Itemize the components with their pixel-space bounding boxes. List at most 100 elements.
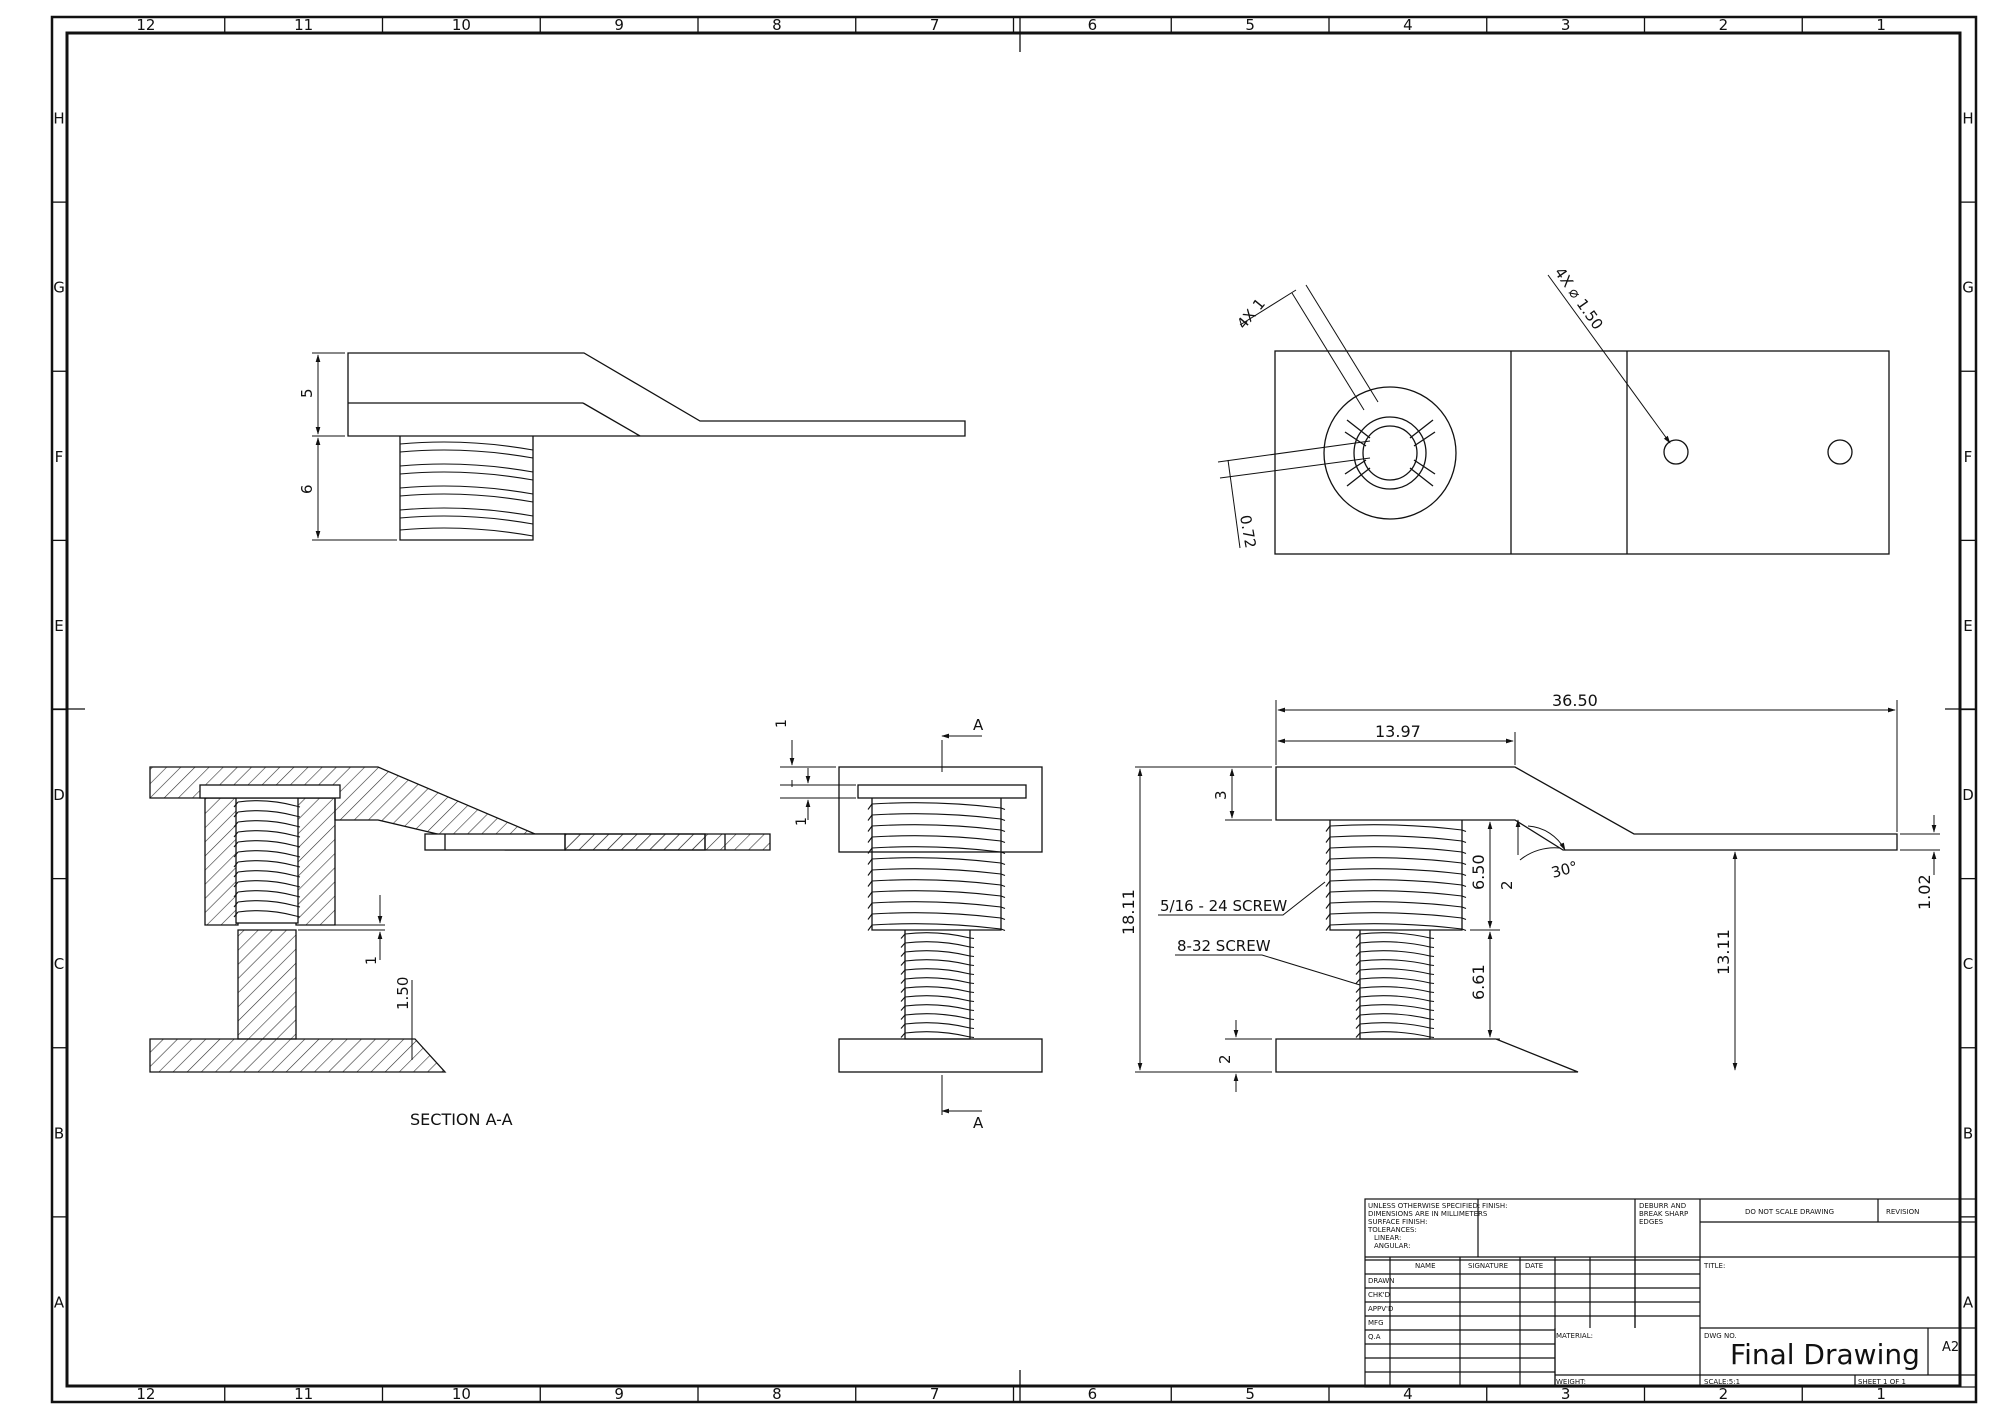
front-dim-offset: 13.97 — [1375, 722, 1421, 741]
front-dim-angle: 30° — [1549, 858, 1579, 882]
front-dim-base: 2 — [1216, 1054, 1234, 1064]
zone-row-label: G — [1962, 279, 1974, 297]
middle-dim-top: 1 — [774, 719, 790, 728]
zone-row-label: E — [54, 617, 63, 635]
top-dim-slot: 4X 1 — [1233, 295, 1269, 333]
zone-row-label: B — [54, 1124, 64, 1142]
side-dim-5: 5 — [298, 388, 316, 398]
zone-column-label: 7 — [930, 16, 940, 34]
weight-label: WEIGHT: — [1556, 1378, 1586, 1386]
sheet-size: A2 — [1942, 1340, 1959, 1355]
zone-row-label: D — [1962, 786, 1974, 804]
zone-row-label: C — [54, 955, 64, 973]
deburr-note: DEBURR AND — [1639, 1202, 1686, 1210]
front-dim-upper-thread: 6.50 — [1469, 854, 1488, 890]
row-qa: Q.A — [1368, 1333, 1381, 1341]
finish-label: FINISH: — [1482, 1202, 1507, 1210]
zone-row-label: F — [1964, 448, 1973, 466]
zone-column-label: 9 — [614, 16, 624, 34]
deburr-note: EDGES — [1639, 1218, 1664, 1226]
zone-column-label: 10 — [452, 1385, 471, 1403]
zone-column-label: 3 — [1561, 1385, 1571, 1403]
side-view — [312, 352, 966, 541]
sheet-number: SHEET 1 OF 1 — [1858, 1378, 1906, 1386]
section-label: SECTION A-A — [410, 1110, 513, 1129]
section-dim-gap: 1 — [364, 956, 380, 965]
front-dim-overall-height: 18.11 — [1119, 889, 1138, 935]
front-dim-overall: 36.50 — [1552, 691, 1598, 710]
tolerance-note-line: DIMENSIONS ARE IN MILLIMETERS — [1368, 1210, 1488, 1218]
top-view — [1217, 274, 1890, 555]
section-mark-bottom: A — [973, 1114, 984, 1132]
top-dim-hole: 4X ⌀ 1.50 — [1551, 264, 1607, 333]
row-mfg: MFG — [1368, 1319, 1384, 1327]
front-dim-lower-thread: 6.61 — [1469, 964, 1488, 1000]
zone-column-label: 6 — [1088, 1385, 1098, 1403]
middle-view — [780, 733, 1043, 1115]
zone-column-label: 7 — [930, 1385, 940, 1403]
row-drawn: DRAWN — [1368, 1277, 1395, 1285]
zone-row-label: F — [55, 448, 64, 466]
front-view — [1135, 700, 1940, 1092]
tolerance-note-line: TOLERANCES: — [1367, 1226, 1417, 1234]
dwg-no-label: DWG NO. — [1704, 1332, 1737, 1340]
col-signature: SIGNATURE — [1468, 1262, 1508, 1270]
front-dim-step: 2 — [1498, 880, 1516, 890]
zone-column-label: 2 — [1719, 16, 1729, 34]
drawing-title: Final Drawing — [1730, 1338, 1920, 1371]
zone-column-label: 12 — [136, 16, 155, 34]
zone-column-label: 1 — [1876, 1385, 1886, 1403]
col-name: NAME — [1415, 1262, 1436, 1270]
zone-column-label: 1 — [1876, 16, 1886, 34]
title-block — [1364, 1198, 1977, 1388]
scale-label: SCALE:5:1 — [1704, 1378, 1740, 1386]
side-dim-6: 6 — [298, 484, 316, 494]
tolerance-note-line: SURFACE FINISH: — [1368, 1218, 1427, 1226]
zone-column-label: 5 — [1245, 16, 1255, 34]
section-mark-top: A — [973, 716, 984, 734]
revision-label: REVISION — [1886, 1208, 1919, 1216]
callout-screw-small: 8-32 SCREW — [1177, 937, 1271, 955]
title-block-text: UNLESS OTHERWISE SPECIFIED: DIMENSIONS A… — [1367, 1202, 1959, 1386]
zone-column-label: 11 — [294, 16, 313, 34]
material-label: MATERIAL: — [1556, 1332, 1593, 1340]
zone-row-label: H — [1962, 110, 1973, 128]
front-dim-flange: 3 — [1212, 790, 1230, 800]
zone-column-label: 12 — [136, 1385, 155, 1403]
section-view — [149, 766, 771, 1073]
title-label: TITLE: — [1703, 1262, 1725, 1270]
zone-column-label: 5 — [1245, 1385, 1255, 1403]
zone-column-label: 6 — [1088, 16, 1098, 34]
zone-column-label: 11 — [294, 1385, 313, 1403]
zone-row-label: A — [54, 1293, 65, 1311]
row-checked: CHK'D — [1368, 1291, 1390, 1299]
zone-column-label: 3 — [1561, 16, 1571, 34]
callout-screw-large: 5/16 - 24 SCREW — [1160, 897, 1287, 915]
top-dim-web: 0.72 — [1236, 514, 1260, 550]
zone-row-label: E — [1963, 617, 1972, 635]
zone-column-label: 10 — [452, 16, 471, 34]
zone-column-label: 2 — [1719, 1385, 1729, 1403]
row-approved: APPV'D — [1368, 1305, 1393, 1313]
zone-ticks — [52, 17, 1976, 1402]
zone-row-label: H — [53, 110, 64, 128]
tolerance-note-line: ANGULAR: — [1374, 1242, 1410, 1250]
middle-dim-bottom: 1 — [794, 817, 810, 826]
front-dim-arm-height: 13.11 — [1714, 929, 1733, 975]
front-dim-arm-thickness: 1.02 — [1915, 874, 1934, 910]
zone-row-label: D — [53, 786, 65, 804]
zone-row-label: B — [1963, 1124, 1973, 1142]
section-dim-thread: 1.50 — [394, 977, 412, 1010]
zone-column-label: 9 — [614, 1385, 624, 1403]
zone-column-label: 8 — [772, 16, 782, 34]
zone-row-label: A — [1963, 1293, 1974, 1311]
zone-column-label: 4 — [1403, 1385, 1413, 1403]
zone-column-label: 4 — [1403, 16, 1413, 34]
col-date: DATE — [1525, 1262, 1543, 1270]
tolerance-note-line: UNLESS OTHERWISE SPECIFIED: — [1368, 1202, 1480, 1210]
zone-row-label: C — [1963, 955, 1973, 973]
zone-row-label: G — [53, 279, 65, 297]
zone-column-label: 8 — [772, 1385, 782, 1403]
